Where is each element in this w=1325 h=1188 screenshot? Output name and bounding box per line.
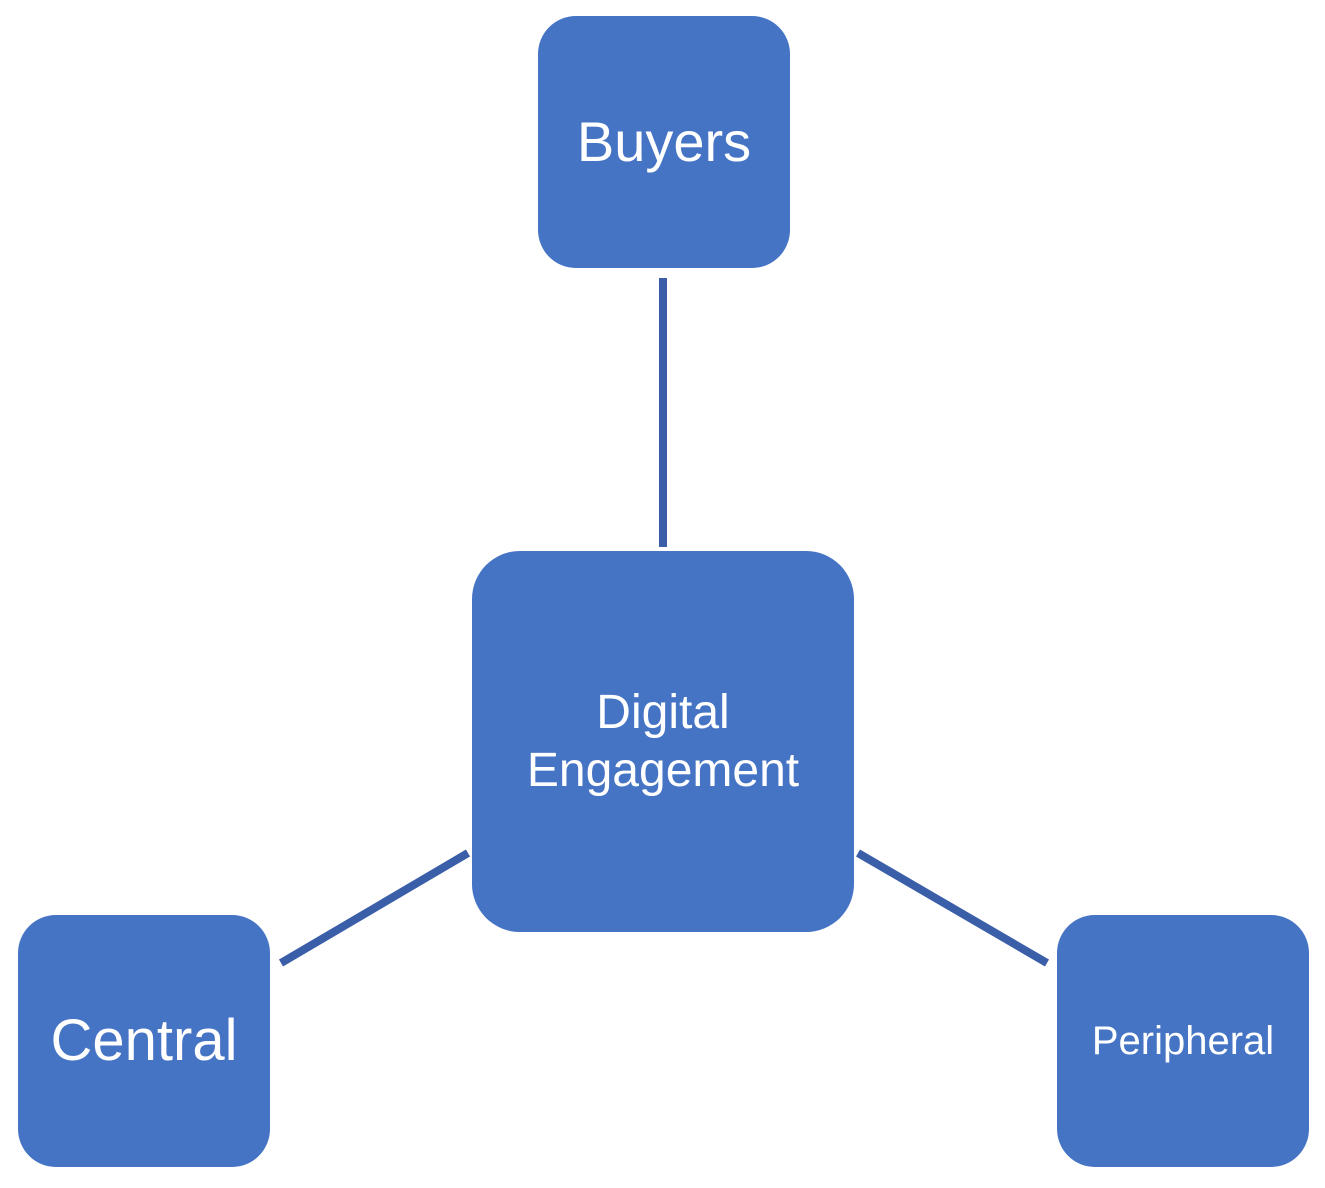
node-peripheral: Peripheral: [1057, 915, 1309, 1167]
node-central-label: Central: [50, 1008, 238, 1074]
node-buyers: Buyers: [538, 16, 790, 268]
connector-center-peripheral: [855, 849, 1050, 967]
node-peripheral-label: Peripheral: [1091, 1019, 1275, 1063]
node-digital-engagement-label: Digital Engagement: [526, 685, 800, 797]
node-digital-engagement: Digital Engagement: [472, 551, 854, 932]
node-buyers-label: Buyers: [576, 110, 752, 174]
node-central: Central: [18, 915, 270, 1167]
connector-center-central: [278, 849, 471, 967]
